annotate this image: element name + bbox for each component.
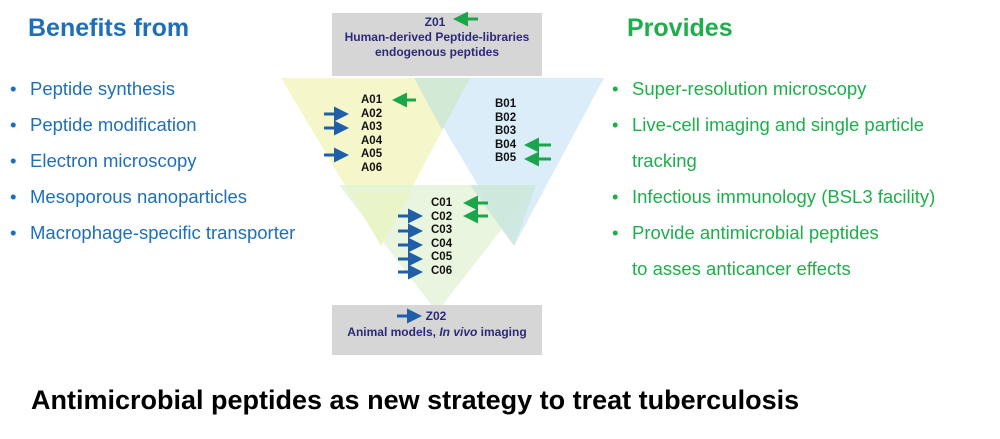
bottom-box-code: Z02: [425, 309, 447, 323]
label-c04: C04: [431, 237, 453, 250]
provides-list: •Super-resolution microscopy •Live-cell …: [612, 71, 935, 287]
list-item: •Provide antimicrobial peptides: [612, 222, 879, 243]
label-b05: B05: [495, 152, 517, 164]
top-box-code: Z01: [424, 15, 446, 29]
list-item: •Super-resolution microscopy: [612, 78, 867, 99]
list-item-continuation: to asses anticancer effects: [632, 258, 851, 279]
list-item-continuation: tracking: [632, 150, 697, 171]
label-a01: A01: [361, 94, 383, 106]
label-a06: A06: [361, 161, 383, 174]
label-b01: B01: [495, 98, 517, 110]
overlap-bc: [470, 185, 536, 246]
bottom-box-line1: Animal models, In vivo imaging: [347, 325, 527, 339]
arrows-group: [324, 11, 551, 324]
label-c01: C01: [431, 197, 453, 209]
list-item: •Macrophage-specific transporter: [10, 222, 296, 243]
label-c05: C05: [431, 251, 453, 263]
provides-heading: Provides: [627, 14, 733, 42]
bottom-box: [332, 305, 542, 355]
overlap-ac: [352, 193, 410, 246]
label-b02: B02: [495, 111, 517, 124]
triangle-b: [414, 78, 604, 246]
list-item: •Peptide synthesis: [10, 78, 176, 99]
benefits-list: •Peptide synthesis •Peptide modification…: [10, 71, 295, 251]
top-box: [332, 13, 542, 76]
top-box-line1: Human-derived Peptide-libraries: [344, 30, 530, 44]
label-c06: C06: [431, 264, 453, 277]
list-item: •Electron microscopy: [10, 150, 197, 171]
list-item: •Infectious immunology (BSL3 facility): [612, 186, 936, 207]
label-a02: A02: [361, 107, 383, 120]
label-c02: C02: [431, 210, 453, 223]
label-b04: B04: [495, 138, 517, 151]
top-box-line2: endogenous peptides: [374, 45, 499, 59]
triangle-a: [281, 78, 470, 246]
list-item: •Mesoporous nanoparticles: [10, 186, 247, 207]
list-item: •Live-cell imaging and single particle: [612, 114, 925, 135]
list-item: •Peptide modification: [10, 114, 197, 135]
overlap-ab: [414, 78, 470, 130]
label-b03: B03: [495, 125, 517, 137]
label-a05: A05: [361, 148, 383, 160]
label-a03: A03: [361, 121, 383, 133]
benefits-heading: Benefits from: [28, 14, 190, 42]
label-a04: A04: [361, 134, 383, 147]
label-c03: C03: [431, 224, 453, 236]
page-title: Antimicrobial peptides as new strategy t…: [31, 385, 800, 415]
